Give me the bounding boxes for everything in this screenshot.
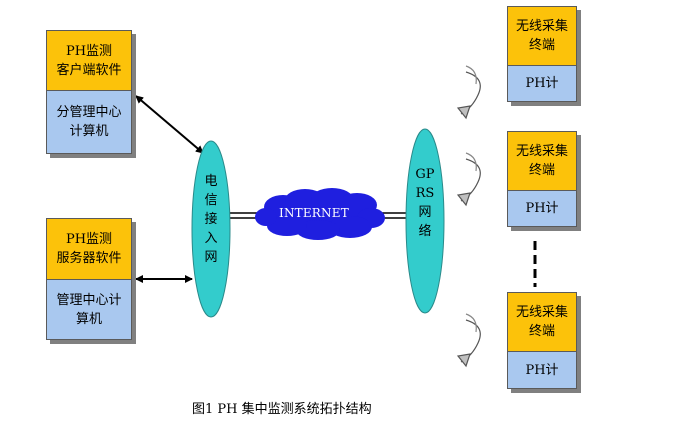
client-to-access-arrow	[135, 95, 204, 154]
gprs-line: GP	[415, 167, 435, 182]
terminal-node: 无线采集 终端 PH计	[507, 6, 577, 102]
access-char: 电	[204, 174, 218, 189]
wireless-terminal-box: 无线采集 终端	[507, 6, 577, 66]
client-software-box: PH监测 客户端软件	[46, 30, 132, 91]
terminal-node: 无线采集 终端 PH计	[507, 131, 577, 227]
client-label-line1: PH监测	[65, 43, 113, 59]
center-computer-box: 管理中心计 算机	[46, 280, 132, 340]
sub-center-label-line1: 分管理中心	[56, 105, 122, 120]
access-network-ellipse	[191, 140, 231, 318]
terminal-label-line1: 无线采集	[515, 144, 568, 159]
server-node: PH监测 服务器软件 管理中心计 算机	[46, 218, 132, 340]
ph-meter-label: PH计	[525, 201, 559, 216]
internet-cloud	[255, 188, 385, 240]
ph-meter-label: PH计	[525, 76, 559, 91]
access-char: 入	[204, 231, 218, 246]
server-software-box: PH监测 服务器软件	[46, 218, 132, 280]
terminal-label-line1: 无线采集	[515, 19, 568, 34]
access-char: 接	[204, 212, 218, 227]
terminal-node: 无线采集 终端 PH计	[507, 292, 577, 389]
gprs-network-ellipse	[405, 128, 445, 314]
center-label-line1: 管理中心计	[56, 292, 122, 308]
gprs-line: RS	[415, 186, 435, 201]
sub-center-computer-box: 分管理中心 计算机	[46, 91, 132, 154]
ph-meter-box: PH计	[507, 191, 577, 227]
ph-meter-box: PH计	[507, 66, 577, 102]
ph-meter-label: PH计	[525, 362, 559, 378]
terminal-label-line2: 终端	[528, 163, 555, 178]
wireless-terminal-box: 无线采集 终端	[507, 131, 577, 191]
client-label-line2: 客户端软件	[56, 62, 122, 78]
server-label-line1: PH监测	[65, 232, 113, 247]
terminal-label-line2: 终端	[528, 38, 555, 53]
figure-caption: 图1 PH 集中监测系统拓扑结构	[192, 402, 372, 417]
internet-label: INTERNET	[279, 206, 349, 220]
wireless-signal-icon	[456, 313, 481, 368]
gprs-network-label: GP RS 网 络	[409, 165, 441, 241]
gprs-line: 络	[418, 224, 432, 239]
sub-center-label-line2: 计算机	[69, 124, 109, 139]
wireless-terminal-box: 无线采集 终端	[507, 292, 577, 352]
terminal-label-line2: 终端	[528, 324, 555, 339]
center-label-line2: 算机	[75, 311, 102, 327]
access-network-label: 电 信 接 入 网	[202, 172, 220, 267]
client-node: PH监测 客户端软件 分管理中心 计算机	[46, 30, 132, 154]
ph-meter-box: PH计	[507, 352, 577, 389]
wireless-signal-icon	[456, 65, 481, 120]
access-char: 网	[204, 250, 218, 265]
access-char: 信	[204, 193, 218, 208]
gprs-line: 网	[418, 205, 432, 220]
terminal-label-line1: 无线采集	[515, 305, 568, 320]
wireless-signal-icon	[456, 152, 481, 207]
server-label-line2: 服务器软件	[56, 251, 122, 266]
